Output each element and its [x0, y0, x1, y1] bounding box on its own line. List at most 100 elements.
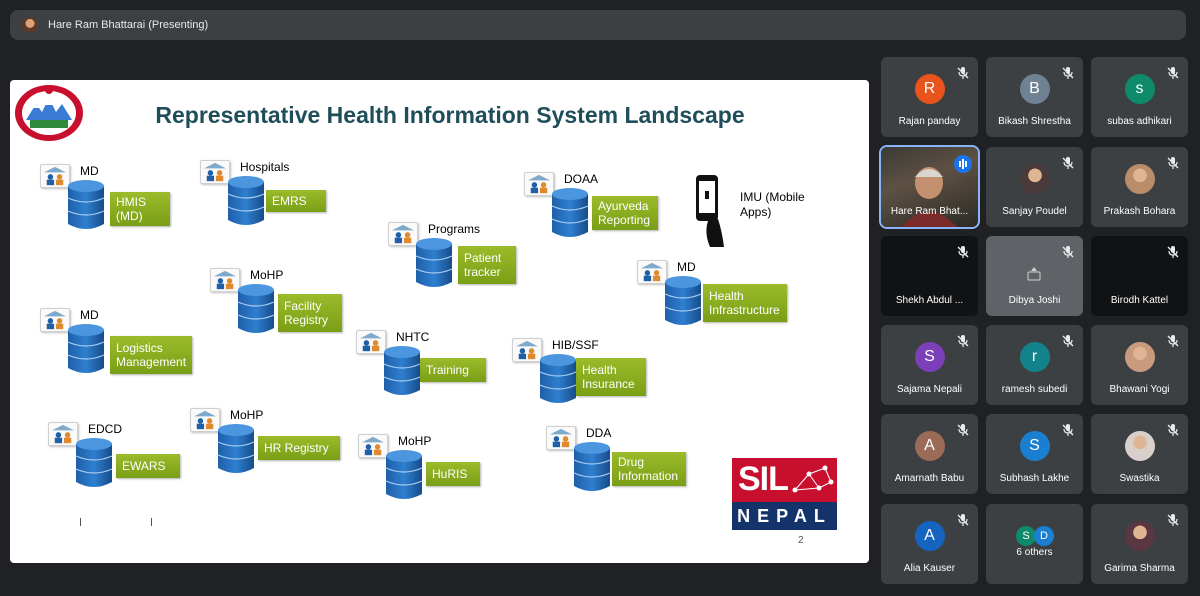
mic-muted-icon[interactable]	[1166, 66, 1180, 80]
mic-muted-icon[interactable]	[1166, 334, 1180, 348]
system-name-box: Health Infrastructure	[703, 284, 787, 322]
mic-muted-icon[interactable]	[1061, 245, 1075, 259]
participant-tile[interactable]: A Alia Kauser	[881, 504, 978, 584]
node-owner-label: MD	[80, 164, 99, 178]
participant-tile[interactable]: Shekh Abdul ...	[881, 236, 978, 316]
node-owner-label: Hospitals	[240, 160, 290, 174]
participant-name: Birodh Kattel	[1110, 295, 1169, 306]
participant-name: subas adhikari	[1107, 116, 1172, 127]
participant-name: Swastika	[1119, 473, 1160, 484]
participant-tile[interactable]: Swastika	[1091, 414, 1188, 494]
mic-muted-icon[interactable]	[1166, 423, 1180, 437]
department-building-icon	[40, 164, 70, 188]
participant-name: Garima Sharma	[1104, 563, 1175, 574]
node-owner-label: MoHP	[230, 408, 264, 422]
department-building-icon	[48, 422, 78, 446]
node-owner-label: MoHP	[250, 268, 284, 282]
database-icon	[66, 178, 106, 232]
participant-name: Prakash Bohara	[1103, 206, 1176, 217]
participant-avatar: B	[1019, 74, 1050, 104]
network-graph-icon	[792, 465, 834, 493]
system-name-box: Training	[420, 358, 486, 382]
participant-avatar: s	[1124, 74, 1155, 104]
mic-muted-icon[interactable]	[1061, 334, 1075, 348]
participant-tile[interactable]: Sanjay Poudel	[986, 147, 1083, 227]
database-icon	[384, 448, 424, 502]
mic-muted-icon[interactable]	[956, 66, 970, 80]
database-icon	[414, 236, 454, 290]
participant-avatar: r	[1019, 342, 1050, 372]
participant-tile[interactable]: S Sajama Nepali	[881, 325, 978, 405]
system-name-box: Patient tracker	[458, 246, 516, 284]
participant-name: Rajan panday	[898, 116, 961, 127]
participant-name: Shekh Abdul ...	[895, 295, 964, 306]
database-icon	[216, 422, 256, 476]
node-owner-label: EDCD	[88, 422, 123, 436]
presenter-label: Hare Ram Bhattarai (Presenting)	[48, 19, 209, 31]
participant-name: Sajama Nepali	[896, 384, 963, 395]
participant-name: Bhawani Yogi	[1109, 384, 1170, 395]
participant-tile[interactable]: Bhawani Yogi	[1091, 325, 1188, 405]
system-name-box: HR Registry	[258, 436, 340, 460]
mic-muted-icon[interactable]	[1166, 245, 1180, 259]
system-name-box: Logistics Management	[110, 336, 192, 374]
node-owner-label: DOAA	[564, 172, 599, 186]
mic-muted-icon[interactable]	[956, 334, 970, 348]
participant-name: Hare Ram Bhat...	[890, 206, 969, 217]
slide-tick-mark	[80, 518, 81, 526]
database-icon	[236, 282, 276, 336]
participant-avatar: A	[914, 521, 945, 551]
participant-avatar: S	[914, 342, 945, 372]
system-name-box: Health Insurance	[576, 358, 646, 396]
department-building-icon	[210, 268, 240, 292]
participant-tile[interactable]: Garima Sharma	[1091, 504, 1188, 584]
participant-tile[interactable]: Hare Ram Bhat...	[879, 145, 980, 229]
participant-tile[interactable]: Dibya Joshi	[986, 236, 1083, 316]
mic-muted-icon[interactable]	[1166, 156, 1180, 170]
mic-muted-icon[interactable]	[1061, 156, 1075, 170]
database-icon	[74, 436, 114, 490]
mic-muted-icon[interactable]	[1061, 66, 1075, 80]
participant-photo	[1019, 164, 1050, 194]
participant-tile[interactable]: Prakash Bohara	[1091, 147, 1188, 227]
node-owner-label: MD	[677, 260, 696, 274]
participant-tile[interactable]: Birodh Kattel	[1091, 236, 1188, 316]
mic-muted-icon[interactable]	[956, 423, 970, 437]
department-building-icon	[388, 222, 418, 246]
department-building-icon	[546, 426, 576, 450]
system-name-box: Drug Information	[612, 452, 686, 486]
database-icon	[538, 352, 578, 406]
slide-title: Representative Health Information System…	[155, 102, 745, 128]
participant-tile[interactable]: B Bikash Shrestha	[986, 57, 1083, 137]
participant-name: Alia Kauser	[903, 563, 956, 574]
system-name-box: EMRS	[266, 190, 326, 212]
participant-placeholder-icon	[1027, 267, 1041, 281]
database-icon	[663, 274, 703, 328]
department-building-icon	[200, 160, 230, 184]
mic-muted-icon[interactable]	[956, 513, 970, 527]
database-icon	[572, 440, 612, 494]
mic-muted-icon[interactable]	[1061, 423, 1075, 437]
department-building-icon	[512, 338, 542, 362]
mic-muted-icon[interactable]	[956, 245, 970, 259]
participant-name: Bikash Shrestha	[998, 116, 1071, 127]
node-owner-label: HIB/SSF	[552, 338, 599, 352]
mic-muted-icon[interactable]	[1166, 513, 1180, 527]
node-owner-label: Programs	[428, 222, 481, 236]
system-name-box: HMIS (MD)	[110, 192, 170, 226]
department-building-icon	[637, 260, 667, 284]
system-name-box: EWARS	[116, 454, 180, 478]
participant-avatar: A	[914, 431, 945, 461]
presenter-bar[interactable]: Hare Ram Bhattarai (Presenting)	[10, 10, 1186, 40]
participant-tile[interactable]: s subas adhikari	[1091, 57, 1188, 137]
speaking-indicator-icon	[954, 155, 972, 173]
node-owner-label: NHTC	[396, 330, 430, 344]
node-owner-label: MD	[80, 308, 99, 322]
others-avatar: S	[1016, 526, 1036, 546]
participant-name: Dibya Joshi	[1008, 295, 1061, 306]
